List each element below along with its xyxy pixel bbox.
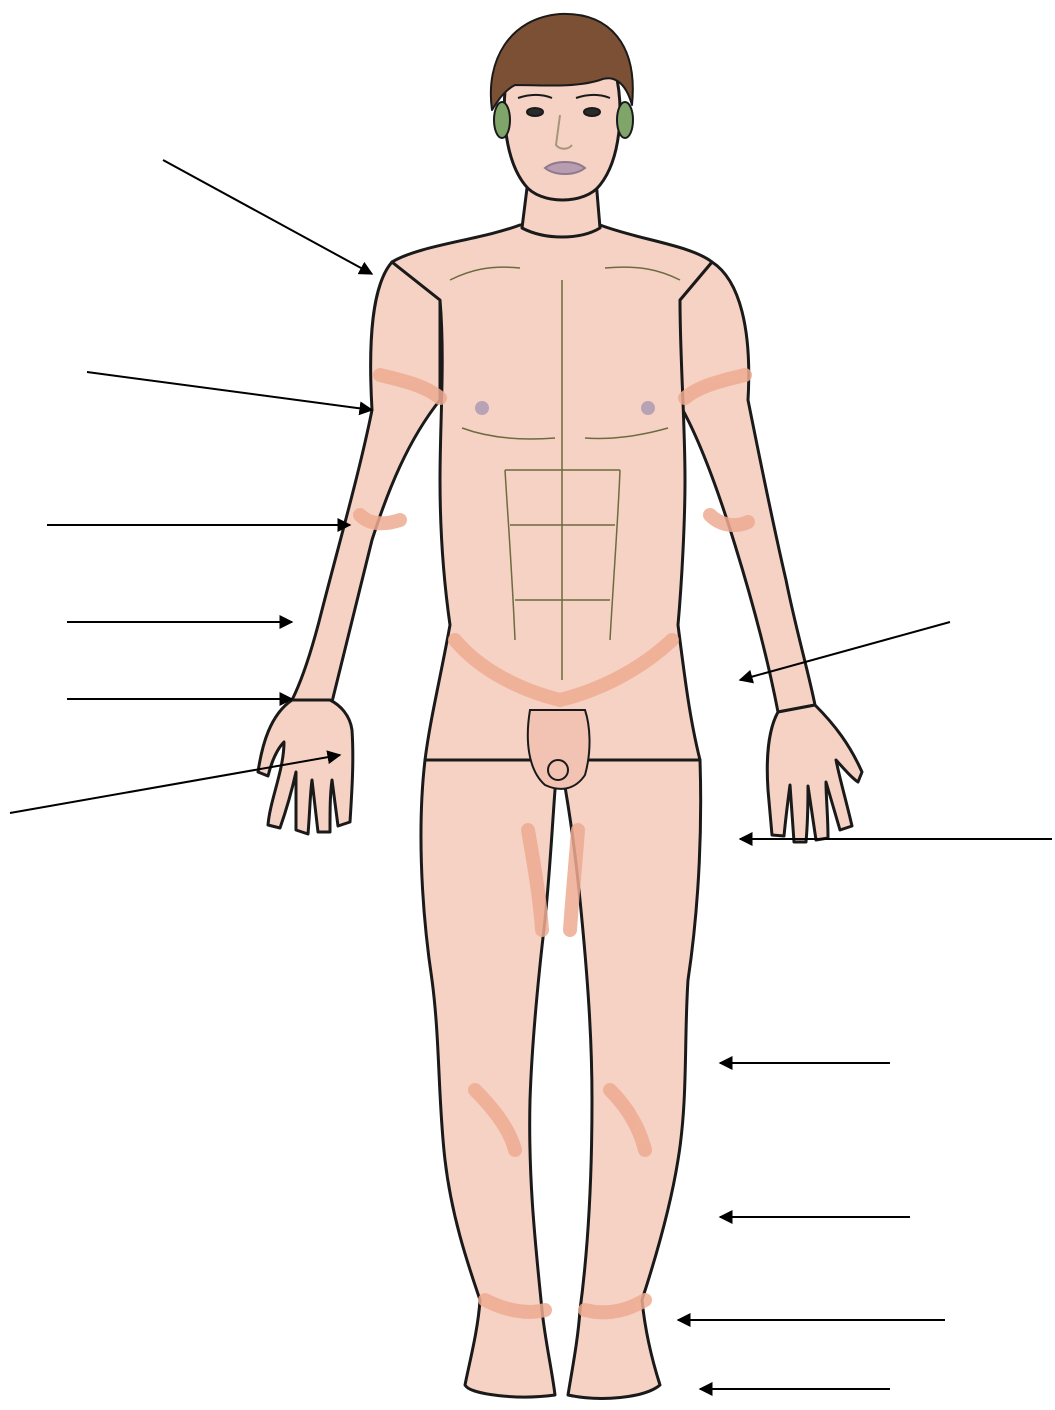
torso: [392, 225, 712, 760]
arrow-upper-arm: [87, 372, 372, 410]
right-arm: [680, 262, 815, 712]
right-hand: [767, 705, 862, 842]
arrow-shoulder: [163, 160, 372, 274]
left-arm: [292, 262, 440, 710]
groin-detail: [528, 710, 590, 789]
right-ear: [617, 102, 633, 138]
left-ear: [494, 102, 510, 138]
